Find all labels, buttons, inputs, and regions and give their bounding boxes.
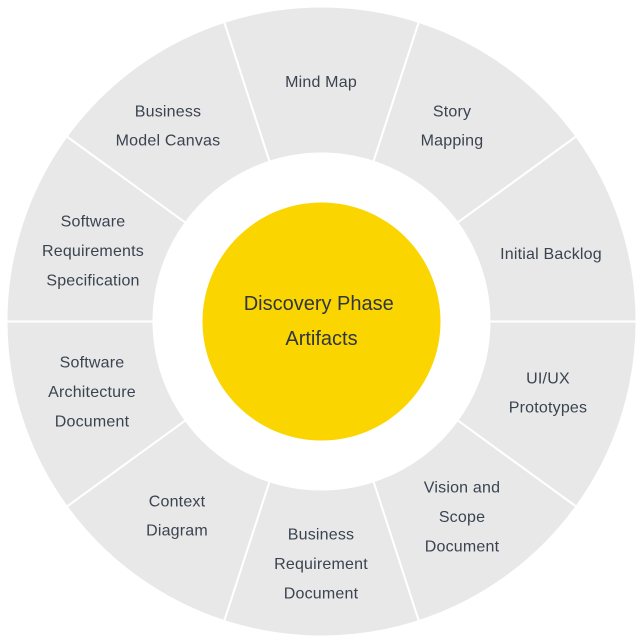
segment-label-line: Story — [433, 103, 471, 120]
segment-label-line: Requirement — [274, 556, 368, 573]
segment-label-line: Software — [60, 355, 125, 372]
segment-label-line: Document — [425, 538, 500, 555]
segment-label-line: Business — [288, 527, 355, 544]
segment-label-line: Prototypes — [509, 400, 587, 417]
segment-label: UI/UX Prototypes — [509, 370, 587, 416]
segment-label-line: Architecture — [48, 384, 136, 401]
segment-label-line: Business — [135, 103, 202, 120]
segment-label-line: Specification — [46, 272, 139, 289]
segment-label-line: Mind Map — [285, 74, 357, 91]
segment-label-line: Vision and — [424, 480, 500, 497]
segment-label-line: Mapping — [421, 133, 484, 150]
segment-label-line: Scope — [439, 509, 485, 526]
segment-label: Initial Backlog — [500, 246, 602, 263]
segment-label-line: UI/UX — [526, 370, 570, 387]
segment-label-line: Requirements — [42, 243, 144, 260]
segment-label-line: Document — [284, 585, 359, 602]
center-title-line-2: Artifacts — [285, 328, 357, 350]
segment-label-line: Software — [61, 214, 126, 231]
segment-label-line: Diagram — [146, 523, 208, 540]
segment-label-line: Initial Backlog — [500, 246, 602, 263]
center-circle — [202, 202, 441, 441]
segment-label-line: Model Canvas — [116, 133, 221, 150]
segment-label-line: Document — [55, 413, 130, 430]
center-title: Discovery Phase Artifacts — [244, 293, 400, 350]
center-title-line-1: Discovery Phase — [244, 293, 394, 315]
segment-label: Mind Map — [285, 74, 357, 91]
segment-label-line: Context — [149, 493, 206, 510]
segments-layer — [5, 5, 638, 638]
